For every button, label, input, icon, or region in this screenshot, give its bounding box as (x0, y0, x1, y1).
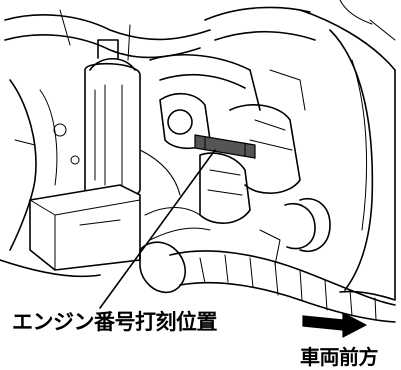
leader-line (99, 149, 216, 309)
vehicle-front-label: 車両前方 (300, 345, 379, 369)
engine-number-location-label: エンジン番号打刻位置 (12, 310, 218, 334)
arrow-right-icon (302, 312, 367, 338)
engine-parts-drawing (0, 0, 396, 323)
